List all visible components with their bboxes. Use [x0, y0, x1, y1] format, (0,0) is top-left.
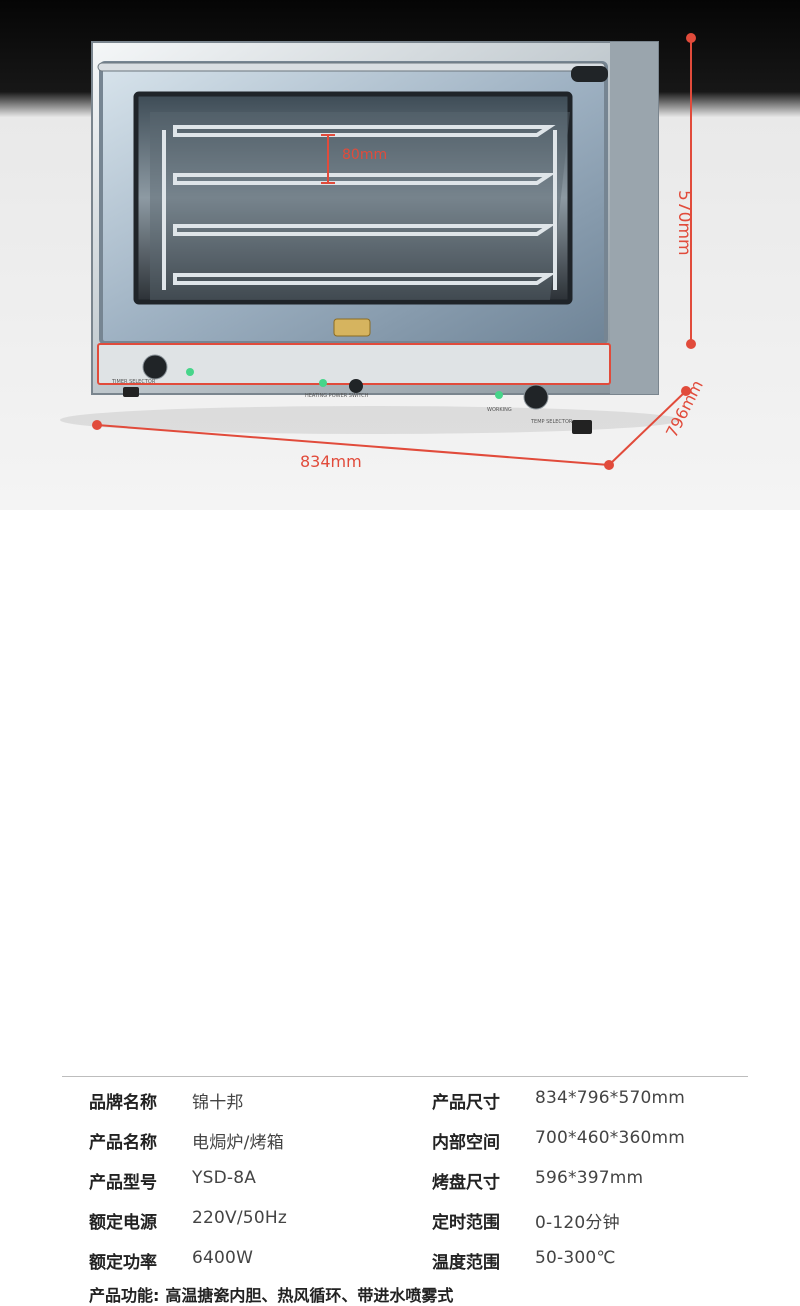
status-light-left: [319, 379, 327, 387]
spec-label: 产品型号: [89, 1173, 157, 1193]
spec-value: 电焗炉/烤箱: [192, 1133, 284, 1153]
spec-label: 内部空间: [432, 1133, 500, 1153]
oven-logo: [333, 318, 371, 337]
spec-value: 锦十邦: [192, 1093, 244, 1113]
timer-knob: [142, 354, 168, 380]
oven-body: [91, 41, 659, 395]
dimension-lines: [92, 33, 696, 470]
product-functions: 产品功能: 高温搪瓷内胆、热风循环、带进水喷雾式: [89, 1282, 453, 1306]
width-label: 834mm: [300, 452, 362, 471]
spec-label: 产品名称: [89, 1133, 157, 1153]
specification-table: 品牌名称 锦十邦 产品尺寸 834*796*570mm 产品名称 电焗炉/烤箱 …: [0, 530, 800, 1305]
spec-value: 220V/50Hz: [192, 1208, 287, 1228]
timer-indicator: [186, 368, 194, 376]
svg-text:TEMP SELECTOR: TEMP SELECTOR: [530, 419, 573, 425]
spec-label: 定时范围: [432, 1213, 500, 1233]
spec-value: 834*796*570mm: [535, 1088, 686, 1108]
spec-value: 50-300℃: [535, 1248, 616, 1268]
spec-row: 产品名称 电焗炉/烤箱 内部空间 700*460*360mm: [0, 1128, 800, 1168]
spec-row: 产品型号 YSD-8A 烤盘尺寸 596*397mm: [0, 1168, 800, 1208]
svg-text:TIMER SELECTOR: TIMER SELECTOR: [111, 379, 156, 385]
temperature-indicator: [495, 391, 503, 399]
spec-label: 额定电源: [89, 1213, 157, 1233]
spec-value: 6400W: [192, 1248, 254, 1268]
svg-text:WORKING: WORKING: [487, 407, 512, 413]
spec-row: 品牌名称 锦十邦 产品尺寸 834*796*570mm: [0, 1088, 800, 1128]
spec-label: 产品尺寸: [432, 1093, 500, 1113]
temperature-knob: [523, 384, 549, 410]
table-divider: [62, 1076, 748, 1077]
oven-feet: [123, 387, 592, 434]
spec-value: 700*460*360mm: [535, 1128, 686, 1148]
svg-text:HEATING POWER SWITCH: HEATING POWER SWITCH: [305, 393, 369, 399]
height-label: 570mm: [674, 190, 694, 256]
rack-spacing-marker: [321, 134, 335, 184]
spec-label: 温度范围: [432, 1253, 500, 1273]
function-value: 高温搪瓷内胆、热风循环、带进水喷雾式: [165, 1286, 454, 1305]
spec-label: 额定功率: [89, 1253, 157, 1273]
spec-label: 烤盘尺寸: [432, 1173, 500, 1193]
spec-value: YSD-8A: [192, 1168, 257, 1188]
power-switch: [349, 379, 363, 393]
oven-shadow: [60, 406, 680, 434]
oven-door-handle: [97, 62, 608, 82]
rack-spacing-label: 80mm: [342, 147, 388, 163]
oven-racks: [162, 125, 557, 290]
spec-value: 596*397mm: [535, 1168, 644, 1188]
function-label: 产品功能:: [89, 1286, 160, 1305]
spec-row: 额定电源 220V/50Hz 定时范围 0-120分钟: [0, 1208, 800, 1248]
oven-photo: TIMER SELECTOR HEATING POWER SWITCH WORK…: [0, 0, 800, 510]
control-panel: TIMER SELECTOR HEATING POWER SWITCH WORK…: [97, 343, 611, 425]
spec-label: 品牌名称: [89, 1093, 157, 1113]
spec-value: 0-120分钟: [535, 1213, 620, 1233]
